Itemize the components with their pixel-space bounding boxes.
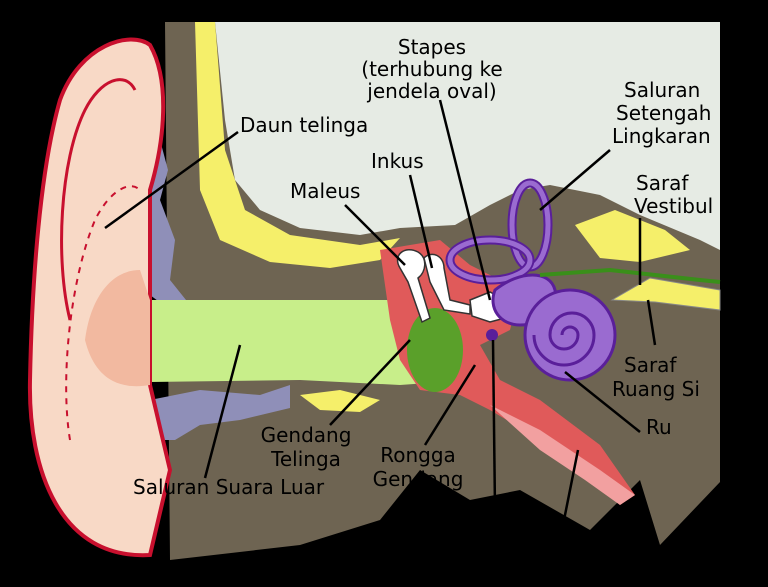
label-saraf-vestibul-line1: Saraf: [636, 171, 689, 195]
label-saluran-suara-luar: Saluran Suara Luar: [133, 475, 325, 499]
inner-sky-region: [215, 22, 720, 250]
eardrum: [407, 308, 463, 392]
leader-inkus: [408, 174, 434, 269]
leader-maleus: [344, 204, 406, 266]
label-rongga-gendang-line2: Gendang: [373, 467, 464, 491]
pinna-antihelix: [65, 185, 141, 441]
label-ru: Ru: [646, 415, 672, 439]
label-inkus: Inkus: [371, 149, 424, 173]
leader-lines: [104, 99, 657, 531]
label-saluran-setengah-line1: Saluran: [624, 78, 700, 102]
eustachian-tube: [490, 405, 635, 505]
leader-gendang-telinga: [329, 339, 411, 426]
labels: Stapes (terhubung ke jendela oval) Daun …: [133, 35, 713, 563]
cartilage-lower: [150, 385, 290, 440]
label-maleus: Maleus: [290, 179, 360, 203]
leader-sal: [560, 449, 580, 531]
ear-canal: [150, 300, 470, 385]
leader-saluran-suara-luar: [203, 344, 242, 479]
pinna-concha: [85, 270, 150, 387]
label-rongga-gendang-line1: Rongga: [380, 443, 456, 467]
label-saluran-setengah-line2: Setengah: [616, 101, 711, 125]
label-gendang-telinga-line1: Gendang: [261, 423, 352, 447]
label-jendela-bulat-line1: Jendela: [426, 515, 502, 539]
bone-yellow-lower: [300, 390, 380, 412]
leader-jendela-bulat: [491, 339, 497, 511]
leader-rongga-gendang: [423, 364, 477, 446]
label-saraf-ruang-line1: Saraf: [624, 353, 677, 377]
leader-saraf-ruang: [646, 299, 657, 346]
oval-window: [486, 329, 498, 341]
leader-daun-telinga: [104, 130, 239, 230]
cochlea-spiral: [532, 311, 596, 367]
leader-saluran-setengah: [539, 149, 611, 211]
bone-yellow-lobe-right: [575, 210, 690, 262]
label-saraf-vestibul-line2: Vestibul: [634, 194, 713, 218]
label-stapes-line1: Stapes: [398, 35, 466, 59]
cross-section: [120, 22, 720, 560]
label-saraf-ruang-line2: Ruang Si: [612, 377, 700, 401]
label-saluran-setengah-line3: Lingkaran: [612, 124, 711, 148]
leader-ru: [564, 371, 641, 433]
semicircular-canal-2-inner: [447, 237, 533, 283]
vestibular-nerve: [539, 267, 721, 284]
leader-stapes: [438, 99, 492, 301]
label-stapes-line3: jendela oval): [366, 79, 496, 103]
labyrinth: [445, 178, 721, 382]
label-jendela-bulat-line2: Bulat: [439, 539, 491, 563]
pinna-helix-curve: [60, 78, 137, 321]
pinna: [27, 37, 173, 558]
label-gendang-telinga-line2: Telinga: [270, 447, 341, 471]
label-stapes-line2: (terhubung ke: [361, 57, 502, 81]
cochlea: [523, 288, 617, 382]
bone-yellow-strip-top: [195, 22, 400, 268]
label-daun-telinga: Daun telinga: [240, 113, 368, 137]
label-sal: Sal: [522, 528, 553, 552]
malleus-bone: [396, 248, 431, 324]
